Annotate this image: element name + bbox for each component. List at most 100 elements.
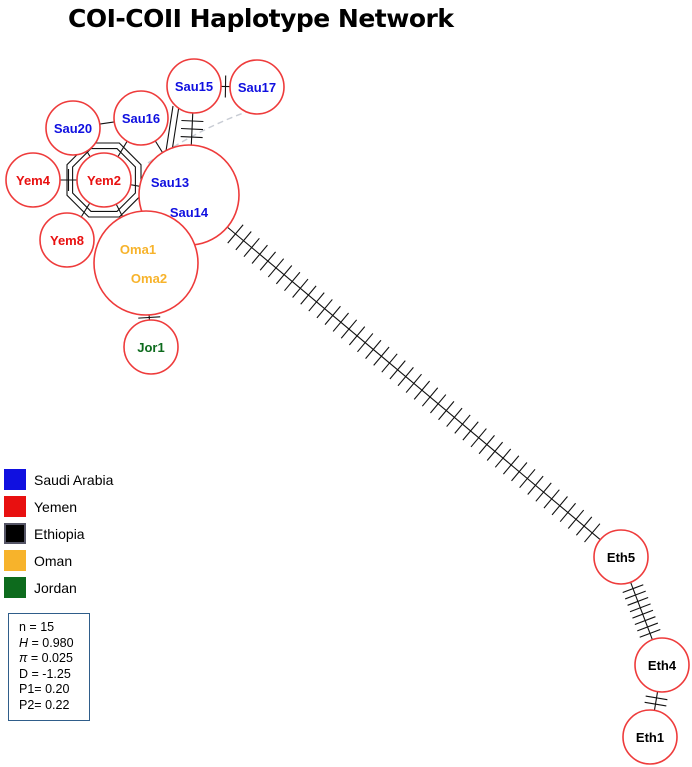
- stat-value: = -1.25: [28, 666, 71, 681]
- mutation-tick: [629, 603, 651, 613]
- mutation-tick: [181, 127, 204, 131]
- mutation-tick: [627, 596, 649, 606]
- legend-swatch: [4, 550, 26, 571]
- stat-value: = 0.980: [28, 635, 74, 650]
- mutation-ticks: [67, 75, 668, 707]
- mutation-tick: [639, 628, 661, 638]
- mutation-tick: [405, 373, 422, 393]
- mutation-tick: [567, 509, 585, 529]
- legend-item: Ethiopia: [4, 520, 113, 547]
- mutation-tick: [511, 462, 528, 482]
- mutation-tick: [535, 482, 552, 502]
- legend-label: Ethiopia: [34, 525, 85, 542]
- node-Sau15: [166, 58, 222, 114]
- mutation-tick: [267, 258, 285, 278]
- mutation-tick: [470, 428, 487, 448]
- mutation-tick: [454, 414, 471, 434]
- legend-label: Oman: [34, 552, 73, 569]
- stat-key: H: [19, 635, 29, 650]
- reticulation-ring-1: [66, 142, 142, 218]
- mutation-tick: [632, 609, 654, 619]
- mutation-tick: [543, 489, 560, 509]
- mutation-tick: [624, 590, 646, 600]
- mutation-tick: [397, 367, 414, 387]
- stat-value: = 0.025: [27, 651, 73, 665]
- mutation-tick: [438, 401, 455, 421]
- label-Yem8: Yem8: [50, 233, 84, 248]
- label-Eth1: Eth1: [636, 730, 664, 745]
- stat-value: = 0.22: [34, 697, 70, 712]
- haplotype-nodes: [5, 58, 690, 765]
- node-Jor1: [123, 319, 179, 375]
- link-Eth5-Eth4: [630, 582, 653, 640]
- node-Yem2: [76, 152, 132, 208]
- mutation-tick: [348, 326, 366, 346]
- mutation-tick: [181, 119, 204, 123]
- mutation-tick: [502, 455, 520, 475]
- mutation-tick: [357, 333, 374, 353]
- label-Sau20: Sau20: [54, 121, 92, 136]
- mutation-tick: [446, 407, 463, 427]
- legend-swatch: [4, 577, 26, 598]
- stat-row: H = 0.980: [19, 636, 89, 652]
- mutation-tick: [637, 622, 659, 632]
- mutation-tick: [308, 292, 325, 312]
- mutation-tick: [275, 265, 293, 285]
- label-Oma2: Oma2: [131, 271, 167, 286]
- mutation-tick: [259, 251, 276, 271]
- stat-key: π: [19, 651, 28, 665]
- stat-key: D: [19, 666, 29, 681]
- reticulation-ring-0: [72, 148, 136, 212]
- link-Sau20-Sau16: [99, 121, 115, 125]
- node-Yem8: [39, 212, 95, 268]
- stat-key: P1: [19, 682, 35, 696]
- mutation-tick: [340, 319, 358, 339]
- stat-row: n = 15: [19, 620, 89, 636]
- label-Sau17: Sau17: [238, 80, 276, 95]
- mutation-tick: [519, 468, 536, 489]
- stat-row: P1= 0.20: [19, 682, 89, 698]
- mutation-tick: [551, 496, 568, 516]
- mutation-tick: [180, 135, 203, 139]
- mutation-tick: [634, 616, 656, 626]
- stat-key: P2: [19, 697, 35, 712]
- stat-key: n: [19, 620, 26, 634]
- node-Eth5: [593, 529, 649, 585]
- mutation-tick: [462, 421, 479, 441]
- network-title: COI-COII Haplotype Network: [68, 4, 454, 33]
- stat-row: D = -1.25: [19, 667, 89, 683]
- mutation-tick: [381, 353, 398, 373]
- node-Eth4: [634, 637, 690, 693]
- label-Yem4: Yem4: [16, 173, 51, 188]
- label-Sau13: Sau13: [151, 175, 189, 190]
- label-Yem2: Yem2: [87, 173, 121, 188]
- mutation-tick: [292, 278, 309, 298]
- stat-value: = 15: [25, 620, 55, 634]
- mutation-tick: [421, 387, 439, 407]
- node-Eth1: [622, 709, 678, 765]
- mutation-tick: [478, 434, 495, 455]
- mutation-tick: [645, 695, 668, 701]
- mutation-tick: [575, 516, 593, 536]
- mutation-tick: [300, 285, 317, 305]
- label-Sau15: Sau15: [175, 79, 213, 94]
- node-Sau17: [229, 59, 285, 115]
- legend-label: Jordan: [34, 579, 77, 596]
- label-Sau16: Sau16: [122, 111, 160, 126]
- stat-row: π = 0.025: [19, 651, 89, 667]
- mutation-tick: [316, 299, 333, 319]
- mutation-tick: [584, 523, 601, 543]
- mutation-tick: [324, 305, 341, 325]
- mutation-tick: [389, 360, 406, 380]
- legend-label: Yemen: [34, 498, 78, 515]
- mutation-tick: [644, 701, 667, 707]
- mutation-tick: [138, 316, 161, 319]
- stat-value: = 0.20: [34, 682, 70, 696]
- label-Oma1: Oma1: [120, 242, 156, 257]
- node-Oma1_2: [93, 210, 199, 316]
- label-Eth5: Eth5: [607, 550, 635, 565]
